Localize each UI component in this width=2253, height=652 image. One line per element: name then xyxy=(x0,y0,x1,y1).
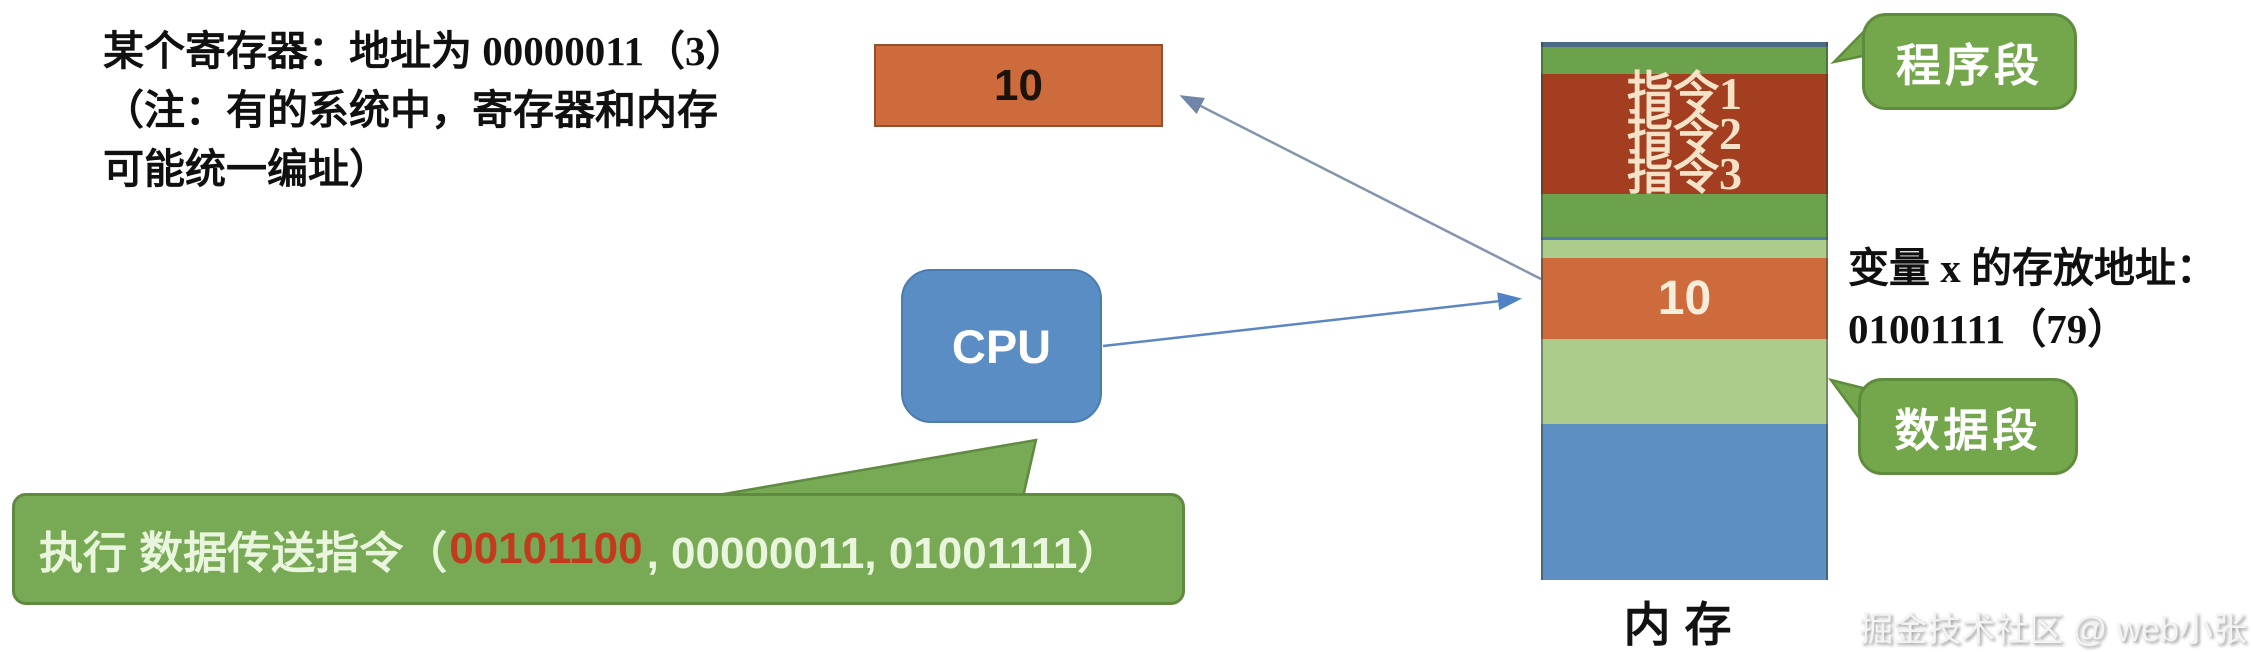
memory-segment-data-light-green-bottom xyxy=(1541,339,1828,424)
memory-segment-divider-line xyxy=(1541,237,1828,240)
arrow-memory-to-register xyxy=(1179,95,1542,281)
variable-address-note: 变量 x 的存放地址： 01001111（79） xyxy=(1848,238,2217,360)
program-segment-callout: 程序段 xyxy=(1862,13,2077,110)
banner-tail xyxy=(717,438,1038,499)
data-segment-callout: 数据段 xyxy=(1858,378,2078,475)
memory-segment-data-light-green-top xyxy=(1541,240,1828,258)
program-segment-label: 程序段 xyxy=(1895,41,2043,91)
banner-suffix: , 00000011, 01001111） xyxy=(646,529,1122,578)
arrow-cpu-to-memory xyxy=(1102,292,1522,348)
instruction-label: 指令3 xyxy=(1627,148,1742,199)
banner-prefix: 执行 数据传送指令（ xyxy=(39,529,448,578)
memory-cell-value: 10 xyxy=(1657,272,1712,325)
variable-address-line2: 01001111（79） xyxy=(1848,306,2129,352)
register-note-line1: 某个寄存器：地址为 00000011（3） xyxy=(103,28,747,74)
memory-caption: 内存 xyxy=(1623,600,1746,652)
register-value: 10 xyxy=(994,60,1043,110)
instruction-label: 指令1 xyxy=(1627,68,1742,119)
register-note-line2: （注：有的系统中，寄存器和内存 xyxy=(103,87,718,133)
register-note: 某个寄存器：地址为 00000011（3） （注：有的系统中，寄存器和内存 可能… xyxy=(103,22,747,199)
watermark: 掘金技术社区 @ web小张 xyxy=(1859,611,2247,649)
instruction-banner: 执行 数据传送指令（00101100, 00000011, 01001111） xyxy=(12,493,1185,605)
register-box: 10 xyxy=(874,44,1163,127)
variable-address-line1: 变量 x 的存放地址： xyxy=(1848,245,2217,291)
memory-segment-top-line xyxy=(1541,42,1828,47)
cpu-box: CPU xyxy=(901,269,1102,423)
memory-segment-variable-cell: 10 xyxy=(1541,258,1828,339)
banner-opcode: 00101100 xyxy=(449,524,643,573)
register-note-line3: 可能统一编址） xyxy=(103,146,390,192)
memory-segment-free-blue xyxy=(1541,424,1828,580)
memory-segment-program-green-bottom xyxy=(1541,194,1828,237)
cpu-label: CPU xyxy=(951,319,1052,373)
data-segment-label: 数据段 xyxy=(1894,406,2042,456)
memory-segment-program-green-top xyxy=(1541,47,1828,74)
instruction-label: 指令2 xyxy=(1627,108,1742,159)
